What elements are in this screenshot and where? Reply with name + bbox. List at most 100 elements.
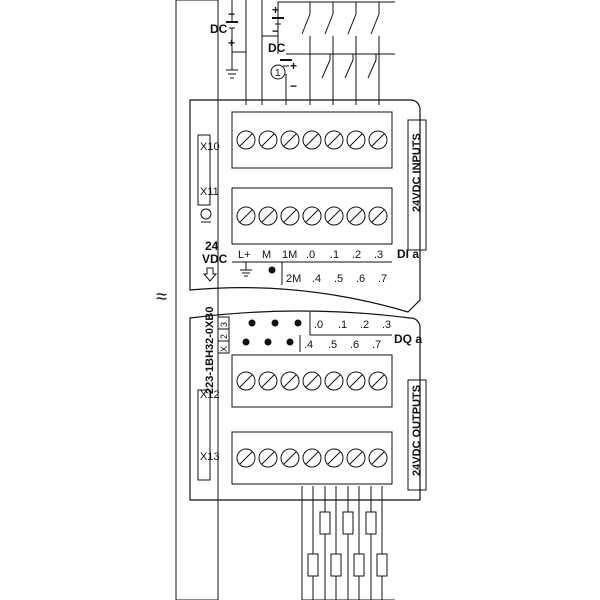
load-resistor bbox=[376, 553, 388, 577]
output-side-title: 24VDC OUTPUTS bbox=[411, 385, 423, 476]
right-clip-bottom bbox=[407, 379, 427, 491]
screw-terminal bbox=[346, 448, 366, 468]
output-terminal-label: .3 bbox=[382, 319, 391, 331]
screw-terminal bbox=[258, 371, 278, 391]
output-terminal-label: .5 bbox=[328, 339, 337, 351]
callout-source bbox=[270, 53, 330, 105]
load-resistor bbox=[353, 553, 365, 577]
screw-terminal bbox=[368, 206, 388, 226]
load-resistor bbox=[307, 553, 319, 577]
screw-terminal bbox=[236, 448, 256, 468]
input-terminal-label: .2 bbox=[352, 249, 361, 261]
down-arrow-icon bbox=[202, 267, 218, 282]
left-clip-bottom bbox=[197, 389, 211, 481]
terminal-block-x13 bbox=[231, 431, 393, 485]
supply-label-24: 24 bbox=[205, 239, 219, 253]
dc-top-plus: + bbox=[272, 3, 279, 17]
screw-terminal bbox=[302, 130, 322, 150]
supply-label-vdc: VDC bbox=[202, 252, 228, 266]
version-box bbox=[217, 316, 230, 354]
input-terminal-label: 1M bbox=[282, 249, 297, 261]
version-3: 3 bbox=[219, 322, 229, 327]
input-terminal-label: L+ bbox=[238, 249, 251, 261]
output-loads bbox=[301, 486, 395, 600]
dc-left-label: DC bbox=[210, 22, 228, 36]
screw-terminal bbox=[236, 371, 256, 391]
load-resistor bbox=[319, 511, 331, 535]
break-symbol: ≈ bbox=[156, 286, 167, 308]
output-terminal-label: .1 bbox=[338, 319, 347, 331]
connector-x12-label: X12 bbox=[200, 389, 220, 401]
input-terminal-label: 2M bbox=[286, 273, 301, 285]
output-group-label: DQ a bbox=[394, 332, 422, 346]
connector-x11-label: X11 bbox=[200, 186, 219, 198]
output-module: 223-1BH32-0XB0 X 2 3 .0 .1 .2 .3 DQ a .4 .5.… bbox=[189, 307, 427, 501]
input-terminal-label: .7 bbox=[378, 273, 387, 285]
input-terminal-label: .6 bbox=[356, 273, 365, 285]
connector-x10-label: X10 bbox=[200, 141, 220, 153]
screw-terminal bbox=[280, 206, 300, 226]
dc-top-label: DC bbox=[268, 41, 286, 55]
dc-source-left bbox=[226, 0, 247, 105]
screw-terminal bbox=[280, 371, 300, 391]
screw-terminal bbox=[236, 130, 256, 150]
terminal-block-x12 bbox=[231, 354, 393, 408]
output-terminal-label: .6 bbox=[350, 339, 359, 351]
screw-terminal bbox=[324, 448, 344, 468]
output-status-dots bbox=[242, 319, 302, 346]
input-side-title: 24VDC INPUTS bbox=[411, 133, 423, 212]
load-resistor bbox=[365, 511, 377, 535]
screw-terminal bbox=[258, 206, 278, 226]
version-x: X bbox=[219, 346, 229, 352]
screw-terminal bbox=[258, 448, 278, 468]
callout-number: 1 bbox=[275, 68, 281, 79]
output-terminal-label: .7 bbox=[372, 339, 381, 351]
right-clip-top bbox=[407, 119, 427, 251]
input-terminal-label: .1 bbox=[330, 249, 339, 261]
setup-icon bbox=[200, 208, 212, 223]
output-terminal-label: .2 bbox=[360, 319, 369, 331]
screw-terminal bbox=[280, 130, 300, 150]
terminal-block-x11 bbox=[231, 187, 393, 245]
screw-terminal bbox=[302, 448, 322, 468]
input-terminal-label: .4 bbox=[312, 273, 321, 285]
dc-left-plus: + bbox=[228, 36, 235, 50]
screw-terminal bbox=[346, 130, 366, 150]
callout-circle bbox=[270, 64, 286, 80]
load-resistor bbox=[342, 511, 354, 535]
screw-terminal bbox=[258, 130, 278, 150]
input-terminal-label: .0 bbox=[306, 249, 315, 261]
callout-minus: − bbox=[290, 79, 297, 93]
input-terminal-label: .3 bbox=[374, 249, 383, 261]
screw-terminal bbox=[324, 206, 344, 226]
screw-terminal bbox=[302, 206, 322, 226]
input-switches bbox=[301, 1, 395, 105]
status-dot bbox=[268, 266, 276, 274]
input-terminal-label: M bbox=[262, 249, 271, 261]
screw-terminal bbox=[368, 371, 388, 391]
dc-left-minus: − bbox=[228, 7, 235, 21]
version-2: 2 bbox=[219, 334, 229, 339]
callout-plus: + bbox=[290, 59, 297, 73]
screw-terminal bbox=[324, 371, 344, 391]
screw-terminal bbox=[346, 371, 366, 391]
input-group-label: DI a bbox=[397, 247, 419, 261]
load-resistor bbox=[330, 553, 342, 577]
screw-terminal bbox=[324, 130, 344, 150]
screw-terminal bbox=[302, 371, 322, 391]
screw-terminal bbox=[280, 448, 300, 468]
output-terminal-label: .0 bbox=[314, 319, 323, 331]
input-terminal-label: .5 bbox=[334, 273, 343, 285]
screw-terminal bbox=[368, 130, 388, 150]
dc-top-minus: − bbox=[272, 24, 279, 38]
connector-x13-label: X13 bbox=[200, 451, 220, 463]
screw-terminal bbox=[346, 206, 366, 226]
ground-icon bbox=[240, 262, 252, 277]
screw-terminal bbox=[236, 206, 256, 226]
left-clip-top bbox=[197, 134, 211, 206]
output-terminal-label: .4 bbox=[304, 339, 313, 351]
terminal-block-x10 bbox=[231, 111, 393, 169]
part-number: 223-1BH32-0XB0 bbox=[204, 307, 216, 394]
